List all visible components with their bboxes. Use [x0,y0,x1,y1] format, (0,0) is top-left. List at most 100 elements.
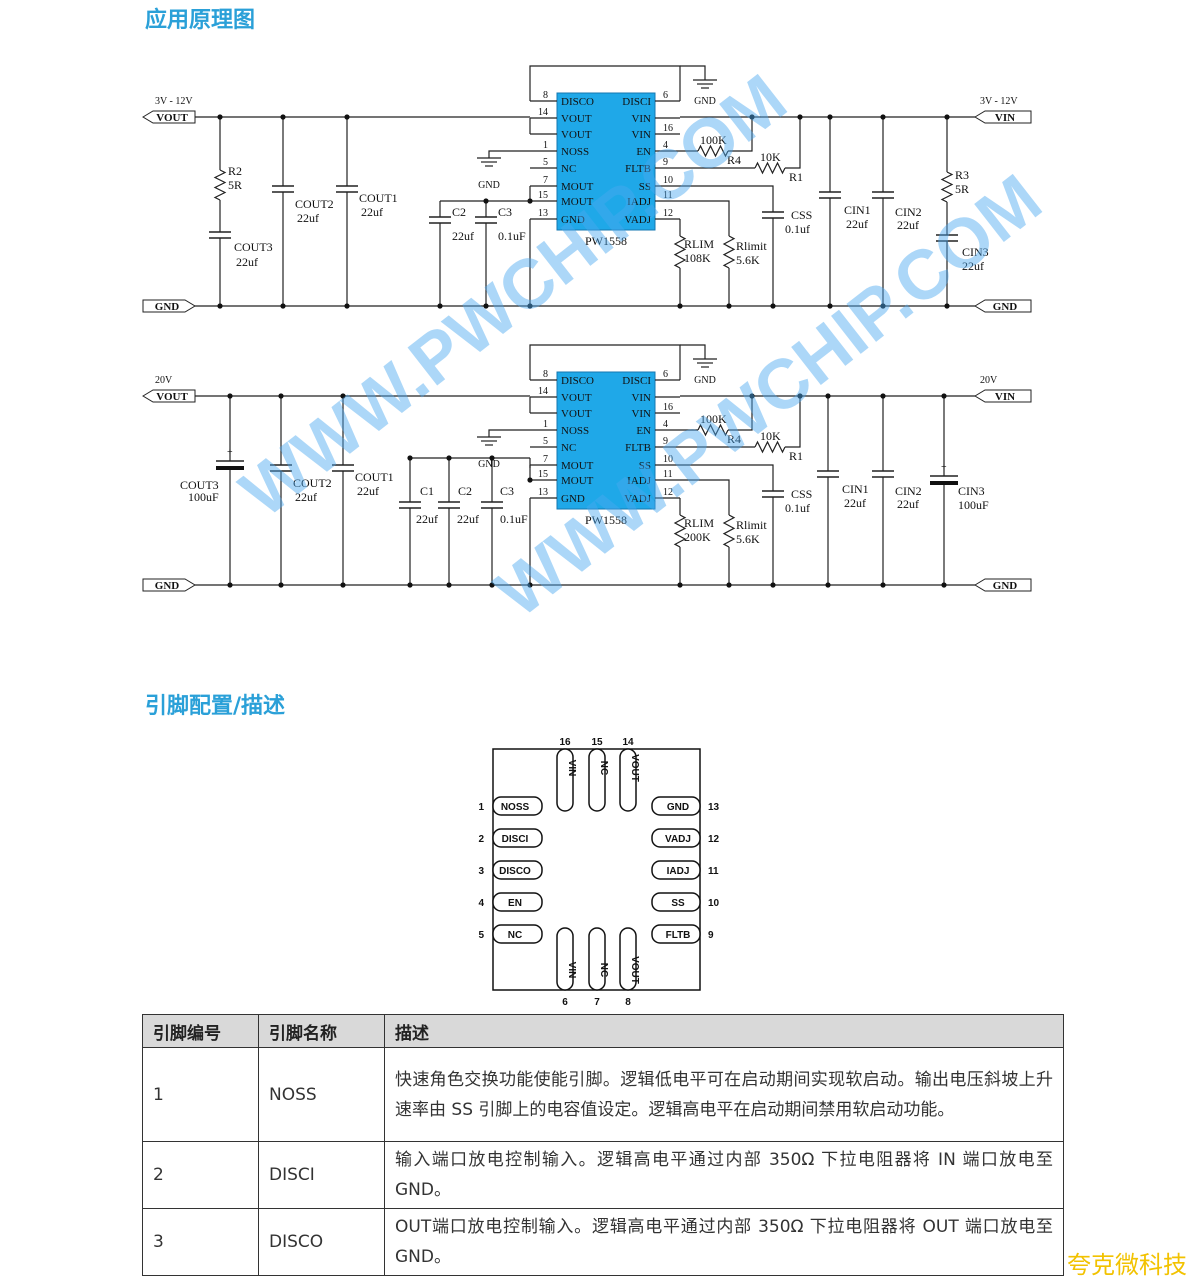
package-pad-bottom [619,927,637,991]
ic-pin-name-right: DISCI [622,96,651,108]
header-description: 描述 [384,1014,1064,1048]
ss-wire [680,464,774,491]
package-pin-number-right: 10 [708,898,720,909]
cin1-value: 22uf [844,496,866,510]
ic-pin-number-left: 14 [538,107,548,118]
ic-pin-name-left: MOUT [561,196,594,208]
cout2-name: COUT2 [293,476,332,490]
gnd-port-left [142,578,196,592]
cout1-value: 22uf [357,484,379,498]
ic-pin-number-left: 13 [538,487,548,498]
iadj-wire [680,479,730,515]
r4-to-vin [728,117,753,152]
ic-pin-number-right: 11 [663,190,673,201]
cin3-cap-plus-sign: + [941,462,947,473]
package-pin-number-left: 4 [478,898,484,909]
table-row: 3 DISCO OUT端口放电控制输入。逻辑高电平通过内部 350Ω 下拉电阻器… [142,1208,1064,1276]
corner-brand-text: 夸克微科技 [1067,1251,1187,1279]
r1-to-vin [785,396,801,448]
c1-name: C1 [420,484,434,498]
ic-pin-name-left: DISCO [561,375,594,387]
vin-voltage-label: 20V [980,375,998,386]
gnd-port-right-text: GND [993,580,1018,592]
junction-dot [677,303,683,309]
package-pin-number-right: 11 [708,866,719,877]
ic-pin-number-right: 16 [663,123,673,134]
ic-chip-body [556,371,656,510]
package-pin-name-right: VADJ [665,834,691,845]
ic-pin-number-left: 8 [543,90,548,101]
package-pin-number-bottom: 7 [594,997,600,1008]
cin3-value: 100uF [958,498,989,512]
ic-pin-name-right: DISCI [622,375,651,387]
ic-pin-number-right: 4 [663,140,668,151]
r4-value: 100K [700,133,727,147]
r1-resistor [754,440,786,454]
r3-value: 5R [955,182,969,196]
r4-value: 100K [700,412,727,426]
ic-pin-name-right: FLTB [625,442,651,454]
ic-pin-name-left: NC [561,442,576,454]
junction-dot [344,114,350,120]
rlimit-resistor [722,235,736,269]
package-pad-right [651,892,701,912]
ic-pin-name-right: EN [636,146,651,158]
junction-dot [941,582,947,588]
ic-part-name: PW1558 [585,234,627,248]
c1-value: 22uf [416,512,438,526]
package-pin-name-right: FLTB [666,930,691,941]
junction-dot [344,303,350,309]
package-pad-left [492,796,543,816]
pin-description-cell: OUT端口放电控制输入。逻辑高电平通过内部 350Ω 下拉电阻器将 OUT 端口… [384,1208,1064,1276]
package-pin-number-left: 5 [478,930,484,941]
ic-pin-name-left: VOUT [561,392,592,404]
header-pin-number: 引脚编号 [142,1014,259,1048]
ic-pin-name-right: VIN [631,392,651,404]
ic-pin-name-left: NOSS [561,425,589,437]
package-pin-number-left: 2 [478,834,484,845]
package-pin-name-bottom: VIN [566,962,577,979]
junction-dot [749,393,755,399]
junction-dot [880,393,886,399]
mid-gnd-label: GND [478,180,500,191]
cin2-name: CIN2 [895,484,922,498]
junction-dot [527,477,533,483]
vin-port [974,389,1032,403]
iadj-wire [680,200,730,236]
ic-pin-number-right: 6 [663,90,668,101]
package-pin-name-left: NC [508,930,522,941]
junction-dot [407,455,413,461]
ic-pin-name-left: VOUT [561,113,592,125]
package-pin-name-right: IADJ [667,866,690,877]
vout-voltage-label: 20V [155,375,173,386]
junction-dot [770,582,776,588]
pin-description-table: 引脚编号 引脚名称 描述 1 NOSS 快速角色交换功能使能引脚。逻辑低电平可在… [142,1014,1064,1276]
c3-value: 0.1uF [498,229,526,243]
package-pad-right [651,828,701,848]
rlim-resistor [673,514,687,548]
junction-dot [749,114,755,120]
ic-pin-number-right: 11 [663,469,673,480]
ic-pin-name-right: SS [639,460,651,472]
cout3-value: 22uf [236,255,258,269]
package-pad-left [492,924,543,944]
junction-dot [797,393,803,399]
package-pin-name-bottom: VOUT [629,956,640,984]
package-pin-name-left: EN [508,898,522,909]
junction-dot [278,393,284,399]
rlim-name: RLIM [684,516,714,530]
junction-dot [227,582,233,588]
ic-pin-name-right: VADJ [624,493,651,505]
ic-pin-number-left: 14 [538,386,548,397]
r4-name: R4 [727,432,741,446]
disc-loop-wire [529,65,681,101]
noss-gnd-wire [488,429,530,437]
vout-port-text: VOUT [156,391,188,403]
package-pin-number-left: 1 [478,802,484,813]
package-pin-number-right: 12 [708,834,720,845]
c2-value: 22uf [457,512,479,526]
ic-pin-name-left: DISCO [561,96,594,108]
cin3-cap-plate-neg [930,481,958,485]
rlim-resistor [673,235,687,269]
header-pin-name: 引脚名称 [258,1014,385,1048]
